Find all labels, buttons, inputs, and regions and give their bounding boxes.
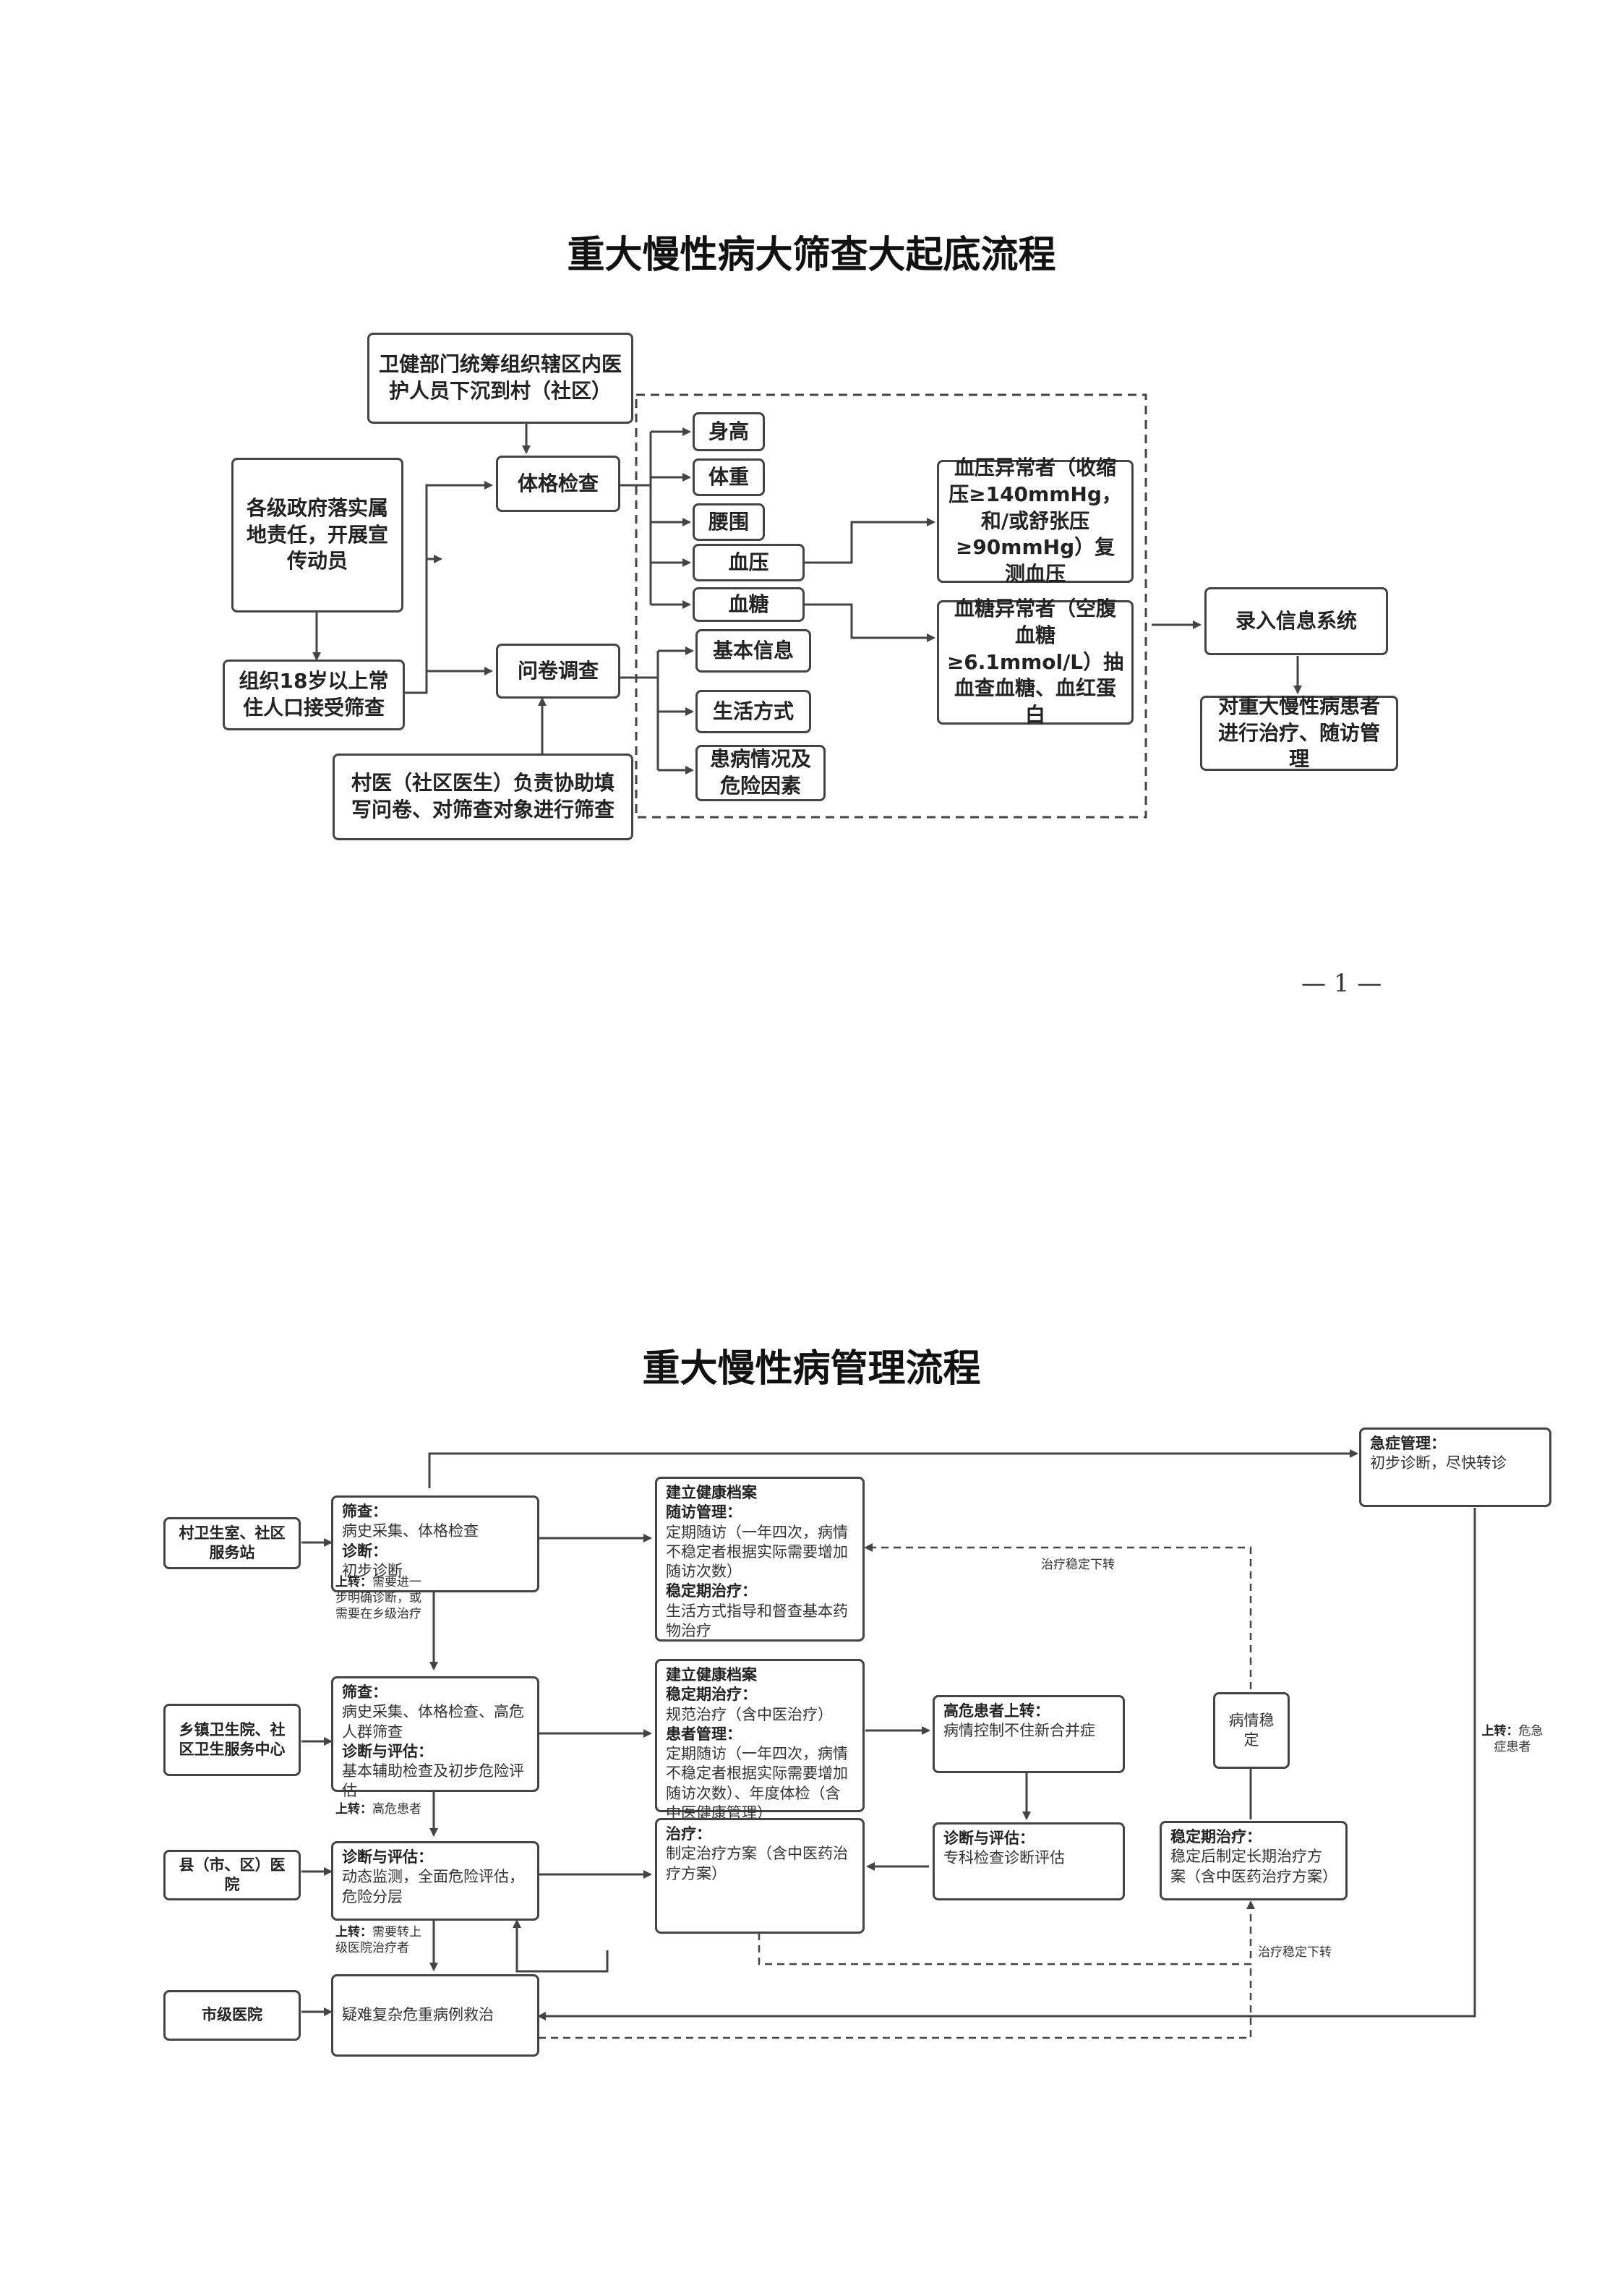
bp-abnormal-box: 血压异常者（收缩压≥140mmHg，和/或舒张压≥90mmHg）复测血压	[937, 456, 1134, 586]
emergency-box: 急症管理： 初步诊断，尽快转诊	[1359, 1427, 1551, 1507]
arrow-to-emergency	[428, 1449, 1358, 1488]
bg-abnormal-box: 血糖异常者（空腹血糖≥6.1mmol/L）抽血查血糖、血红蛋白	[937, 597, 1134, 727]
village-doctor-box: 村医（社区医生）负责协助填写问卷、对筛查对象进行筛查	[333, 754, 633, 840]
record-system-box: 录入信息系统	[1204, 587, 1388, 655]
government-box: 各级政府落实属地责任，开展宣传动员	[231, 458, 403, 613]
line-split-to-questionnaire	[425, 558, 492, 671]
organize-box: 组织18岁以上常住人口接受筛查	[223, 660, 405, 730]
stable-treatment-box: 稳定期治疗： 稳定后制定长期治疗方案（含中医药治疗方案）	[1160, 1821, 1348, 1900]
specialist-diagnosis-box: 诊断与评估： 专科检查诊断评估	[933, 1822, 1125, 1900]
flow2-title: 重大慢性病管理流程	[642, 1347, 981, 1391]
flow1-title: 重大慢性病大筛查大起底流程	[567, 233, 1056, 277]
label-up-town: 上转：高危患者	[335, 1802, 421, 1817]
item-blood-glucose: 血糖	[693, 587, 805, 622]
dashed-group-frame	[635, 393, 1147, 819]
level-village: 村卫生室、社区服务站	[163, 1517, 301, 1569]
dashed-stable-to-village	[864, 1543, 1252, 1689]
item-height: 身高	[693, 412, 765, 451]
line-organize-split	[405, 481, 493, 694]
high-risk-referral-box: 高危患者上转： 病情控制不住新合并症	[933, 1695, 1125, 1773]
label-up-emergency: 上转：危急症患者	[1481, 1724, 1543, 1754]
village-health-record-box: 建立健康档案 随访管理： 定期随访（一年四次，病情不稳定者根据实际需要增加随访次…	[655, 1477, 865, 1642]
label-up-village: 上转：需要进一步明确诊断，或需要在乡级治疗	[335, 1575, 421, 1621]
page-number: — 1 —	[1301, 969, 1382, 998]
item-waist: 腰围	[693, 503, 765, 541]
questionnaire-box: 问卷调查	[496, 644, 620, 699]
survey-basic-info: 基本信息	[695, 629, 811, 673]
condition-stable-box: 病情稳定	[1213, 1692, 1290, 1769]
arrow-bp-to-abnormal	[805, 518, 935, 564]
city-critical-care-box: 疑难复杂危重病例救治	[331, 1974, 539, 2057]
label-up-county: 上转：需要转上级医院治疗者	[335, 1925, 421, 1955]
town-health-record-box: 建立健康档案 稳定期治疗： 规范治疗（含中医治疗） 患者管理： 定期随访（一年四…	[655, 1659, 865, 1822]
survey-lifestyle: 生活方式	[695, 690, 811, 733]
village-screening-box: 筛查： 病史采集、体格检查 诊断： 初步诊断	[331, 1495, 539, 1592]
dispatch-box: 卫健部门统筹组织辖区内医护人员下沉到村（社区）	[367, 333, 633, 424]
treat-followup-box: 对重大慢性病患者进行治疗、随访管理	[1200, 694, 1398, 771]
dashed-city-to-stabletreat	[539, 1964, 1252, 2039]
item-blood-pressure: 血压	[693, 544, 805, 581]
item-weight: 体重	[693, 458, 765, 496]
survey-disease-risk: 患病情况及危险因素	[695, 745, 826, 801]
treatment-box: 治疗： 制定治疗方案（含中医药治疗方案）	[655, 1818, 865, 1934]
level-town: 乡镇卫生院、社区卫生服务中心	[163, 1704, 301, 1776]
level-county: 县（市、区）医院	[163, 1850, 301, 1900]
county-assessment-box: 诊断与评估： 动态监测，全面危险评估，危险分层	[331, 1841, 539, 1921]
label-down-stable-1: 治疗稳定下转	[1041, 1558, 1115, 1572]
arrow-bg-to-abnormal	[805, 603, 935, 642]
label-down-stable-2: 治疗稳定下转	[1258, 1945, 1332, 1960]
arrow-treat-to-county	[513, 1919, 609, 1973]
dashed-treat-to-stabletreat	[758, 1900, 1255, 1966]
arrow-emergency-down	[537, 1508, 1476, 2020]
physical-exam-box: 体格检查	[496, 456, 620, 512]
town-screening-box: 筛查： 病史采集、体格检查、高危人群筛查 诊断与评估： 基本辅助检查及初步危险评…	[331, 1676, 539, 1799]
level-city: 市级医院	[163, 1990, 301, 2041]
